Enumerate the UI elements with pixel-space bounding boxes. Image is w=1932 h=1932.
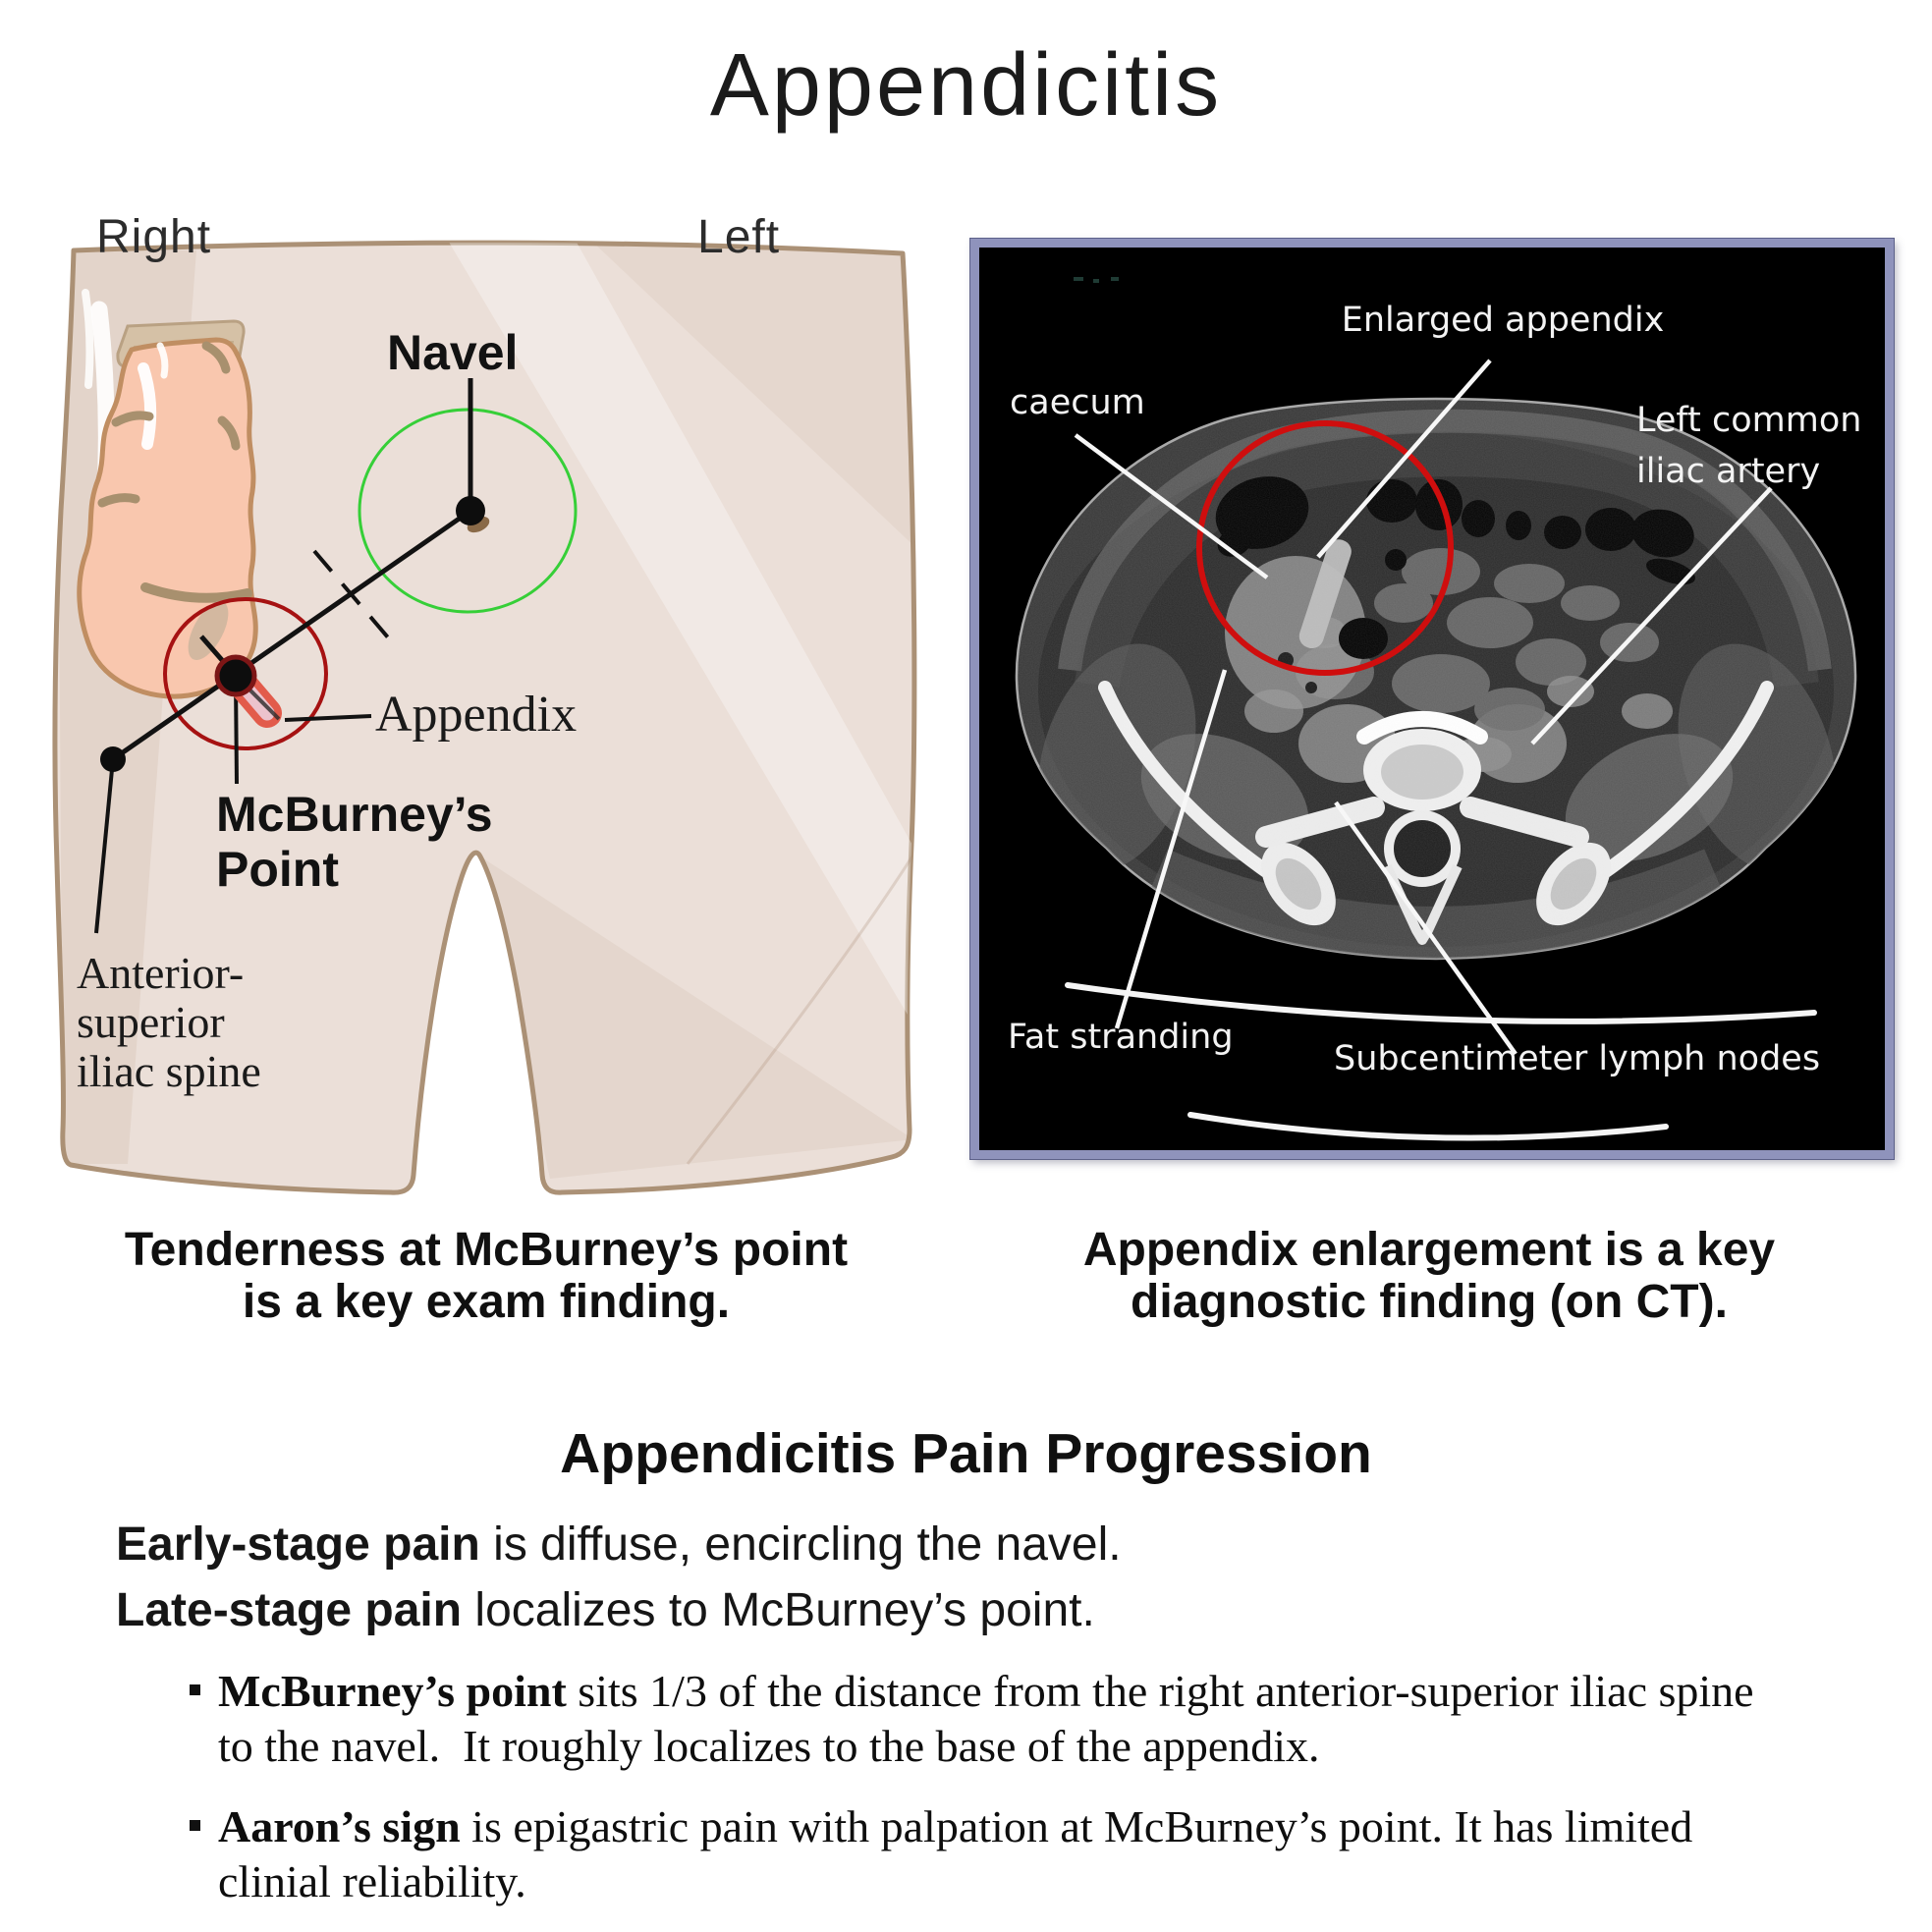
cecum-highlight <box>138 362 157 450</box>
cecum-shadow <box>188 601 229 660</box>
mcburney-point-label: McBurney’s Point <box>216 787 493 897</box>
asis-navel-line <box>111 508 472 762</box>
enlarged-appendix-pointer-line <box>1316 359 1492 559</box>
skin-shade-groin <box>480 856 913 1179</box>
ct-skin-arc-upper <box>1065 982 1817 1024</box>
fat-stranding-pointer-line <box>1114 669 1228 1029</box>
bullet-icon <box>190 1684 200 1695</box>
bullet-mcburney: McBurney’s point sits 1/3 of the distanc… <box>190 1664 1770 1774</box>
asis-dot <box>100 746 126 772</box>
asis-pointer-line <box>94 758 115 934</box>
ct-pointer-lines <box>1074 359 1773 1056</box>
torso-body <box>52 240 917 1195</box>
caecum-pointer-line <box>1074 433 1269 580</box>
mcburney-dot <box>214 654 257 697</box>
page-title: Appendicitis <box>709 36 1223 135</box>
early-stage-rest: is diffuse, encircling the navel. <box>479 1518 1122 1571</box>
asis-label: Anterior- superior iliac spine <box>77 948 261 1096</box>
skin-shade-upper-right <box>589 243 914 550</box>
haustra-marks <box>97 341 252 603</box>
early-pain-ring-icon <box>358 408 578 614</box>
ct-label-caecum: caecum <box>1010 383 1145 422</box>
late-stage-bold: Late-stage pain <box>116 1584 463 1636</box>
navel-dot <box>456 496 485 525</box>
late-stage-line: Late-stage pain localizes to McBurney’s … <box>116 1583 1095 1637</box>
ct-corner-marks <box>1074 277 1119 283</box>
landmark-lines <box>94 378 473 934</box>
bullet-aarons-rest: is epigastric pain with palpation at McB… <box>218 1801 1693 1906</box>
iliac-artery-pointer-line <box>1530 486 1773 745</box>
bullet-mcburney-bold: McBurney’s point <box>218 1666 567 1716</box>
lymph-nodes-pointer-line <box>1334 800 1518 1056</box>
appendix-label: Appendix <box>375 687 578 743</box>
bullet-aarons-bold: Aaron’s sign <box>218 1801 461 1851</box>
ct-label-fat-stranding: Fat stranding <box>1008 1018 1234 1057</box>
ct-skin-arc-lower <box>1187 1112 1669 1141</box>
anatomy-caption: Tenderness at McBurney’s point is a key … <box>124 1224 849 1328</box>
skin-highlight-band <box>447 243 914 1041</box>
late-pain-ring-icon <box>163 597 328 750</box>
ct-label-subcentimeter-lymph-nodes: Subcentimeter lymph nodes <box>1334 1039 1821 1078</box>
one-third-dashed-line <box>312 549 390 639</box>
cecum-highlight-small <box>156 342 169 379</box>
bullet-icon <box>190 1820 200 1831</box>
bullet-mcburney-rest: sits 1/3 of the distance from the right … <box>218 1666 1754 1771</box>
early-stage-line: Early-stage pain is diffuse, encircling … <box>116 1518 1122 1572</box>
navel-label: Navel <box>387 325 519 380</box>
bullet-aarons-sign: Aaron’s sign is epigastric pain with pal… <box>190 1799 1770 1909</box>
pain-progression-heading: Appendicitis Pain Progression <box>560 1422 1372 1485</box>
side-label-right: Right <box>96 211 212 263</box>
ct-caption: Appendix enlargement is a key diagnostic… <box>1082 1224 1776 1328</box>
appendix-label-line <box>284 714 372 722</box>
leg-seam-line <box>686 854 914 1165</box>
ct-red-circle <box>1196 420 1454 676</box>
early-stage-bold: Early-stage pain <box>116 1518 480 1571</box>
skin-gloss-streak-small <box>82 289 94 389</box>
ct-label-left-common-iliac-artery: Left common iliac artery <box>1636 401 1862 491</box>
ct-scan-image <box>979 248 1885 1150</box>
side-label-left: Left <box>697 211 781 263</box>
ct-scan-panel <box>970 239 1894 1159</box>
ct-label-enlarged-appendix: Enlarged appendix <box>1341 301 1665 340</box>
late-stage-rest: localizes to McBurney’s point. <box>462 1584 1095 1636</box>
